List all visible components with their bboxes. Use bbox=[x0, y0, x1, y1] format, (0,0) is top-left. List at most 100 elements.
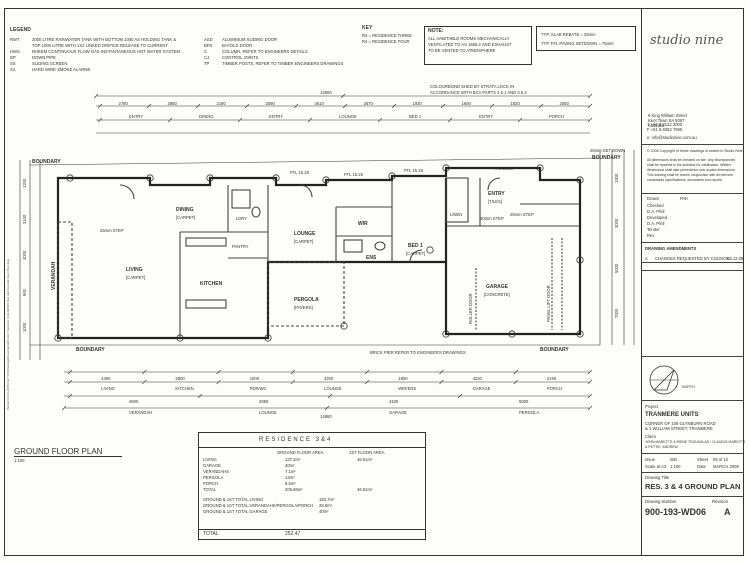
dimension-bottom-secondary: 4100 bbox=[389, 399, 399, 404]
area-row-name: LIVING bbox=[203, 457, 217, 462]
revision-label: Revision bbox=[712, 499, 729, 504]
revision-value: A bbox=[724, 507, 731, 517]
step-note: 25mm STEP bbox=[100, 228, 124, 233]
legend-title: LEGEND bbox=[10, 27, 31, 33]
area-subtotal-name: GROUND & 1ST TOTAL LIVING bbox=[203, 497, 264, 502]
room-pergola: PERGOLA bbox=[294, 297, 319, 303]
project-address: CORNER OF 106 GLYNBURN ROAD bbox=[645, 421, 716, 426]
legend-text: BI-FOLD DOOR bbox=[222, 43, 253, 48]
room-pergola-finish: [PAVERS] bbox=[294, 305, 313, 310]
firm-address: Kent Town SA 5067 bbox=[648, 118, 685, 123]
drawing-title-label: Drawing Title bbox=[645, 475, 670, 480]
project-address: & 1 WILLIAM STREET, TRANMERE bbox=[645, 426, 713, 431]
legend-text: CONTROL JOINTS bbox=[222, 55, 259, 60]
area-subtotal-name: GROUND & 1ST TOTAL VERANDAHS/PERGOLA/POR… bbox=[203, 503, 314, 508]
dimension-bottom-secondary: 2050 bbox=[259, 399, 269, 404]
amendment-rev: A bbox=[645, 256, 648, 261]
legend-code: RWT bbox=[10, 37, 20, 42]
dimension-overall: 14860 bbox=[320, 414, 332, 419]
roller-door-label: ROLLER DOOR bbox=[468, 293, 473, 324]
amendment-desc: CHANGES REQUESTED BY COUNCIL bbox=[655, 256, 730, 261]
ffl-label: FFL 15.00 bbox=[494, 166, 513, 171]
note-line: VENTILATED TO AS 1668.2 AND EXHAUST bbox=[428, 42, 512, 47]
checked-value: D.A. Pfeil bbox=[647, 209, 665, 214]
dimension-left: 3100 bbox=[22, 214, 27, 224]
dimension-bottom-room: LIVING bbox=[101, 386, 115, 391]
legend-text: TIMBER POSTS, REFER TO TIMBER ENGINEERS … bbox=[222, 61, 344, 66]
dimension-left: 900 bbox=[22, 289, 27, 296]
legend-text: ALUMINIUM SLIDING DOOR bbox=[222, 37, 278, 42]
dimension-overall: 14860 bbox=[320, 90, 332, 95]
plan-title: GROUND FLOOR PLAN bbox=[14, 447, 103, 456]
area-subtotal-value: 183.7m² bbox=[319, 497, 335, 502]
dimension-bottom: 3200 bbox=[324, 376, 334, 381]
drawn-label: Drawn bbox=[647, 196, 660, 201]
area-total-label: TOTAL bbox=[203, 531, 219, 537]
legend-text: COLUMN, REFER TO ENGINEERS DETAILS bbox=[222, 49, 308, 54]
shed-note: COLOURBOND SHED BY STRATA LOCK IN bbox=[430, 84, 515, 89]
dimension-top: 2780 bbox=[118, 101, 128, 106]
drawing-number-label: Drawing Number bbox=[645, 499, 677, 504]
room-verandah: VERANDAH bbox=[51, 261, 57, 290]
boundary-label: BOUNDARY bbox=[76, 347, 105, 353]
step-note: 30mm STEP bbox=[480, 216, 504, 221]
dimension-bottom: 2190 bbox=[546, 376, 557, 381]
firm-fax: F +61 8 8362 7955 bbox=[647, 127, 683, 132]
room-pantry: PANTRY bbox=[232, 244, 249, 249]
room-living-finish: [CARPET] bbox=[126, 275, 146, 280]
client-name: & PETTIE, ANDREW bbox=[645, 445, 678, 449]
dimension-bottom-room: PDR/WC bbox=[249, 386, 267, 391]
legend-text: DOWN PIPE bbox=[32, 55, 56, 60]
dimension-bottom-room: LOUNGE bbox=[324, 386, 342, 391]
sheet-value: 05 of 12 bbox=[713, 457, 729, 462]
setdown-note: 25mm SET DOWN bbox=[590, 148, 626, 153]
legend-code: SS bbox=[10, 61, 16, 66]
dimension-top: 1600 bbox=[461, 101, 471, 106]
checked-label: Checked bbox=[647, 203, 664, 208]
dimension-bottom: 4220 bbox=[472, 376, 482, 381]
area-total-value: 252.47 bbox=[285, 531, 301, 537]
room-linen: LINEN bbox=[450, 212, 463, 217]
title-block: studio nine 9 King William Street Kent T… bbox=[641, 8, 744, 556]
dimension-top: 2670 bbox=[363, 101, 373, 106]
dimension-bottom-room-secondary: PERGOLA bbox=[519, 410, 540, 415]
legend-code: ASD bbox=[204, 37, 213, 42]
key-item: R4 = RESIDENCE FOUR bbox=[362, 39, 410, 44]
dimension-bottom-room-secondary: VERANDAH bbox=[129, 410, 153, 415]
note-line: ALL HABITABLE ROOMS MECHANICALLY bbox=[428, 36, 510, 41]
legend-text: 2000 LITRE RAINWATER TANK WITH BOTTOM 10… bbox=[32, 37, 177, 42]
drawn-value: PAK bbox=[680, 196, 689, 201]
tender-label: Tender bbox=[647, 227, 660, 232]
drawing-number: 900-193-WD06 bbox=[645, 507, 707, 517]
boundary-label: BOUNDARY bbox=[540, 347, 569, 353]
dimension-bottom-room: PORCH bbox=[546, 386, 562, 391]
dimension-right: 7000 bbox=[614, 308, 619, 318]
dimension-right: 3000 bbox=[614, 218, 619, 228]
project-name: TRANMERE UNITS bbox=[645, 412, 699, 418]
ffl-label: FFL 15.25 bbox=[404, 168, 423, 173]
legend-code: CJ bbox=[204, 55, 210, 60]
room-lounge-finish: [CARPET] bbox=[294, 239, 314, 244]
issue-value: WD bbox=[670, 457, 677, 462]
dimension-top-room: ENTRY bbox=[269, 114, 284, 119]
plan-scale: 1:100 bbox=[14, 458, 25, 463]
room-bed1: BED 1 bbox=[408, 243, 423, 249]
dimension-top: 1930 bbox=[412, 101, 422, 106]
legend-code: BFD bbox=[204, 43, 213, 48]
amendments-title: DRAWING AMENDMENTS bbox=[645, 246, 697, 251]
area-subtotal-name: GROUND & 1ST TOTAL GARAGE bbox=[203, 509, 268, 514]
firm-logo: studio nine bbox=[650, 33, 724, 48]
dimension-left: 1000 bbox=[22, 322, 27, 332]
shed-note: ACCORDANCE WITH BCA PARTS 3.5.1 AND 3.5.… bbox=[430, 90, 527, 95]
note-title: NOTE: bbox=[428, 28, 444, 34]
dimension-bottom-room-secondary: LOUNGE bbox=[259, 410, 277, 415]
area-subtotal-value: 28.6m² bbox=[319, 503, 333, 508]
key-item: R3 = RESIDENCE THREE bbox=[362, 33, 412, 38]
area-row-ground: 40m² bbox=[285, 463, 295, 468]
dimension-bottom: 1000 bbox=[249, 376, 260, 381]
room-lounge: LOUNGE bbox=[294, 231, 316, 237]
disclaimer-line: consultants specifications, documents an… bbox=[647, 178, 723, 182]
sheet-label: Sheet bbox=[697, 457, 708, 462]
area-row-ground: 8.5m² bbox=[285, 481, 296, 486]
